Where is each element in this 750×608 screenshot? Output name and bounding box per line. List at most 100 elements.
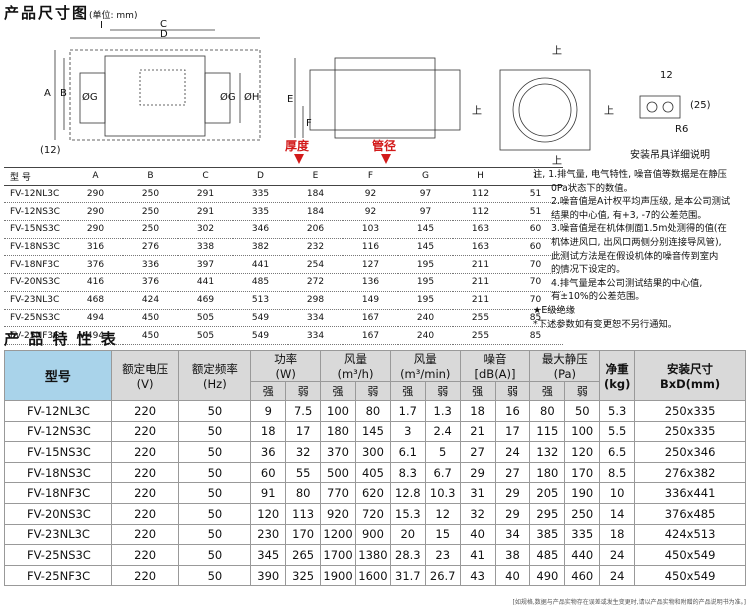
table-cell: 291 xyxy=(178,202,233,222)
table-cell: 6.1 xyxy=(389,441,426,463)
table-cell: 127 xyxy=(343,255,398,275)
table-cell: FV-25NF3C xyxy=(4,564,112,587)
table-cell: 85 xyxy=(508,309,563,328)
table-cell: 250x335 xyxy=(634,420,746,443)
table-cell: 513 xyxy=(233,291,288,310)
table-cell: 1.3 xyxy=(424,400,461,422)
dims-header-row: 型 号 A B C D E F G H I xyxy=(4,167,563,186)
table-cell: 38 xyxy=(494,544,531,566)
table-cell: FV-18NF3C xyxy=(4,482,112,504)
table-cell: 136 xyxy=(343,273,398,292)
table-cell: 112 xyxy=(453,185,508,204)
table-cell: 80 xyxy=(529,400,566,422)
table-cell: 441 xyxy=(233,255,288,275)
marker-thickness: 厚度 xyxy=(285,138,310,153)
table-cell: 232 xyxy=(288,238,343,257)
table-cell: 300 xyxy=(354,441,391,463)
dim-label-i: I xyxy=(100,20,103,31)
table-cell: 50 xyxy=(178,544,252,566)
table-cell: 92 xyxy=(343,185,398,204)
table-cell: 31.7 xyxy=(389,564,426,587)
table-cell: 180 xyxy=(320,420,356,443)
table-cell: 50 xyxy=(178,523,252,546)
direction-up-right: 上 xyxy=(604,105,614,117)
table-cell: 195 xyxy=(398,273,453,292)
table-cell: 255 xyxy=(453,309,508,328)
table-cell: 405 xyxy=(354,461,391,484)
col-airflow-h: 风量(m³/h) xyxy=(320,350,391,382)
table-cell: 334 xyxy=(288,309,343,328)
table-cell: 27 xyxy=(459,441,496,463)
table-cell: 50 xyxy=(178,564,252,587)
table-cell: 620 xyxy=(354,482,391,504)
table-cell: 12 xyxy=(424,502,461,525)
table-cell: 8.3 xyxy=(389,461,426,484)
table-cell: 505 xyxy=(178,309,233,328)
table-cell: 490 xyxy=(529,564,566,587)
table-cell: 397 xyxy=(178,255,233,275)
table-cell: 20 xyxy=(389,523,426,546)
front-view-motor xyxy=(139,69,186,106)
table-cell: 60 xyxy=(508,238,563,257)
table-cell: 41 xyxy=(459,544,496,566)
table-cell: FV-20NS3C xyxy=(4,502,112,525)
table-cell: 276x382 xyxy=(634,461,746,484)
dimension-drawings: I C D A B ØG ØG ØH (12) E F 上 上 上 上 12 (… xyxy=(40,19,711,166)
table-cell: FV-23NL3C xyxy=(4,291,68,310)
col-power: 功率(W) xyxy=(250,350,322,382)
table-cell: 450 xyxy=(123,326,178,345)
table-cell: 250x335 xyxy=(634,400,746,422)
table-cell: 28.3 xyxy=(389,544,426,566)
table-cell: 10 xyxy=(599,482,636,504)
table-cell: FV-15NS3C xyxy=(4,441,112,463)
table-cell: 5 xyxy=(424,441,461,463)
table-cell: 9 xyxy=(250,400,287,422)
table-cell: FV-12NL3C xyxy=(4,400,112,422)
table-cell: 50 xyxy=(564,400,601,422)
table-cell: 1.7 xyxy=(389,400,426,422)
table-cell: FV-25NS3C xyxy=(4,309,68,328)
table-cell: 10.3 xyxy=(424,482,461,504)
table-cell: 211 xyxy=(453,291,508,310)
table-cell: 43 xyxy=(459,564,496,587)
table-cell: 85 xyxy=(508,326,563,345)
table-cell: 440 xyxy=(564,544,601,566)
table-cell: 5.5 xyxy=(599,420,636,443)
table-cell: 549 xyxy=(233,309,288,328)
table-cell: 376x485 xyxy=(634,502,746,525)
table-cell: 240 xyxy=(398,326,453,345)
table-cell: FV-15NS3C xyxy=(4,220,68,239)
front-view-outlet xyxy=(204,72,231,124)
table-cell: 290 xyxy=(68,202,123,222)
table-cell: 295 xyxy=(529,502,566,525)
table-cell: 424 xyxy=(123,291,178,310)
install-caption: 安装吊具详细说明 xyxy=(630,150,710,161)
table-cell: FV-12NL3C xyxy=(4,185,68,204)
performance-section-title: 产 品 特 性 表 xyxy=(4,330,118,348)
table-cell: 163 xyxy=(453,220,508,239)
table-cell: FV-18NF3C xyxy=(4,255,68,275)
table-cell: 334 xyxy=(288,326,343,345)
table-cell: 51 xyxy=(508,185,563,204)
col-frequency: 额定频率(Hz) xyxy=(178,350,252,401)
table-cell: 18 xyxy=(459,400,496,422)
table-cell: 290 xyxy=(68,185,123,204)
table-cell: 346 xyxy=(233,220,288,239)
dim-label-f: F xyxy=(306,118,312,129)
table-cell: 8.5 xyxy=(599,461,636,484)
dim-label-12: (12) xyxy=(40,145,61,156)
col-noise: 噪音[dB(A)] xyxy=(459,350,531,382)
table-cell: 100 xyxy=(564,420,601,443)
table-cell: 145 xyxy=(398,238,453,257)
table-cell: 325 xyxy=(285,564,322,587)
hanger-dim-25: (25) xyxy=(690,100,711,111)
table-cell: 291 xyxy=(178,185,233,204)
